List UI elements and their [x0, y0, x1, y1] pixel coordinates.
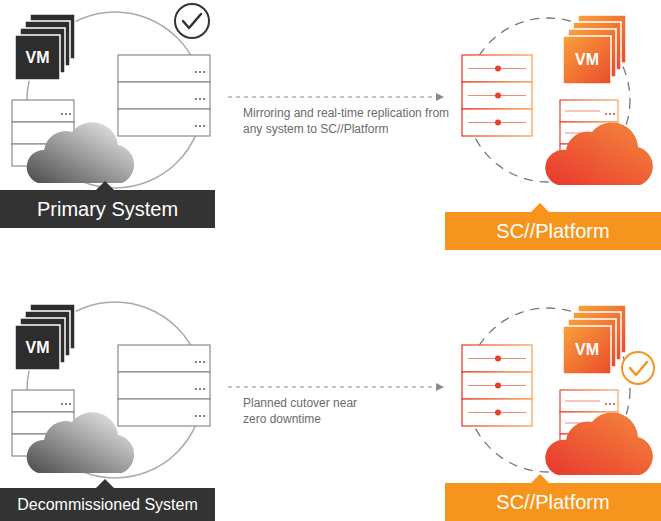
box-title: SC//Platform: [453, 219, 653, 243]
check-badge: [175, 4, 209, 38]
box-title: Decommissioned System: [8, 495, 207, 514]
flow-note: Mirroring and real-time replication from…: [243, 106, 453, 137]
flow-arrow: [228, 93, 444, 101]
platform-label-box: SC//Platform: [445, 483, 661, 521]
platform-label-box: SC//Platform: [445, 212, 661, 250]
primary-illustration: [12, 12, 210, 188]
vm-label: VM: [563, 36, 611, 84]
flow-arrow: [228, 383, 444, 391]
vm-label: VM: [15, 325, 60, 370]
platform-illustration: [462, 15, 653, 185]
vm-label: VM: [15, 35, 60, 80]
flow-note: Planned cutover near zero downtime: [243, 396, 368, 427]
system-label-box: Primary System: [0, 190, 215, 228]
box-title: SC//Platform: [453, 490, 653, 514]
box-title: Primary System: [8, 197, 207, 221]
platform-illustration: [462, 305, 653, 475]
check-badge: [622, 352, 654, 384]
vm-label: VM: [563, 326, 611, 374]
decommissioned-illustration: [12, 302, 210, 478]
system-label-box: Decommissioned System: [0, 488, 215, 521]
